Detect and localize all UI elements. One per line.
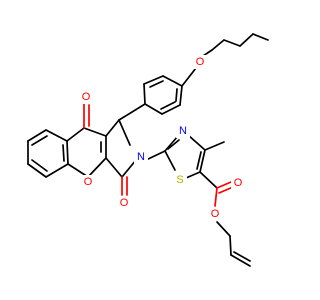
pyrrolone-ring (105, 119, 137, 178)
benzo-ring (27, 129, 69, 178)
atom-o-ketone: O (79, 90, 93, 104)
atom-s-thiazole: S (173, 173, 187, 187)
molecule-structure: O O N N O S O O O (27, 33, 269, 267)
atom-n-thiazole: N (176, 124, 190, 138)
ester-carbonyl-bond (216, 181, 232, 189)
svg-text:O: O (211, 208, 220, 220)
svg-text:O: O (196, 56, 205, 68)
phenyl-ring (143, 75, 183, 115)
ester-carbonyl-bond-double (218, 186, 234, 194)
svg-text:O: O (120, 197, 129, 209)
atom-n-pyrrole: N (134, 150, 148, 164)
atom-o-lactam: O (117, 196, 131, 210)
bond-ester-carbon (199, 171, 218, 189)
svg-text:O: O (84, 176, 93, 188)
atom-o-ester-carbonyl: O (231, 176, 245, 190)
bond-phenyl-c1 (118, 103, 146, 121)
methyl-bond (204, 141, 225, 151)
bond-aryl-o (181, 67, 197, 87)
bond-n-thiazole (145, 150, 166, 161)
svg-text:O: O (82, 91, 91, 103)
atom-o-ester: O (208, 207, 222, 221)
molecule-canvas: O O N N O S O O O (27, 33, 269, 267)
svg-text:O: O (234, 177, 243, 189)
ester-o-bond (214, 187, 218, 207)
atom-o-butoxy: O (193, 55, 207, 69)
chromone-ring (66, 127, 107, 178)
svg-text:N: N (137, 151, 145, 163)
thiazole-ring (164, 134, 206, 179)
svg-text:N: N (179, 125, 187, 137)
atom-o-chromene: O (81, 175, 95, 189)
allyl-chain (216, 221, 251, 267)
svg-text:S: S (176, 174, 183, 186)
butyl-chain (211, 33, 269, 51)
